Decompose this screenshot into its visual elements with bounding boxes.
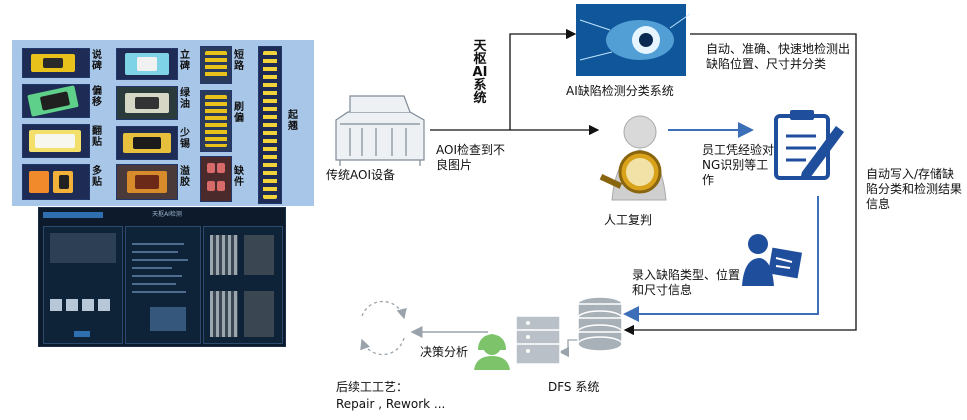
ai-eye-icon xyxy=(576,4,691,76)
label-pianyi: 偏移 xyxy=(92,86,102,108)
aoi-ng-note: AOI检查到不良图片 xyxy=(436,143,505,172)
label-yijiao: 溢胶 xyxy=(180,166,190,188)
defect-tile-shuobei xyxy=(22,48,90,78)
record-defect-note: 录入缺陷类型、位置和尺寸信息 xyxy=(632,268,741,297)
employee-ng-note: 员工凭经验对NG识别等工作 xyxy=(702,143,775,187)
ai-software-screenshot: 天枢AI检测 xyxy=(38,207,286,347)
defect-tile-qiqiao xyxy=(258,46,282,204)
followup-process-label: 后续工工艺： xyxy=(336,380,409,394)
defect-tile-duotie xyxy=(22,164,90,200)
defect-tile-yijiao xyxy=(116,164,178,200)
screen-panel-right xyxy=(203,226,283,344)
label-duotie: 多贴 xyxy=(92,166,102,188)
dfs-system-label: DFS 系统 xyxy=(548,380,600,394)
label-shaoxi: 少锡 xyxy=(180,128,190,150)
defect-tile-fantie xyxy=(22,124,90,158)
defect-tile-shuapian xyxy=(200,90,232,152)
arrow-clipboard-to-dfs xyxy=(623,196,819,322)
label-duanlu: 短路 xyxy=(234,50,244,72)
arrow-db-to-server xyxy=(558,339,580,358)
label-libei: 立碑 xyxy=(180,50,190,72)
clipboard-pen-icon xyxy=(774,110,844,180)
magnifier-person-icon xyxy=(599,115,667,201)
engineer-icon xyxy=(474,334,510,370)
arrow-to-ai-module xyxy=(509,28,577,130)
ai-output-note: 自动、准确、快速地检测出缺陷位置、尺寸并分类 xyxy=(706,42,851,71)
label-qiqiao: 起翘 xyxy=(288,110,298,132)
aoi-machine-icon xyxy=(335,95,425,166)
manual-review-label: 人工复判 xyxy=(604,213,653,227)
defect-tile-pianyi xyxy=(22,84,90,118)
aoi-device-label: 传统AOI设备 xyxy=(326,168,395,182)
followup-examples-label: Repair , Rework ... xyxy=(336,397,446,411)
database-icon xyxy=(577,296,623,352)
screen-logo xyxy=(43,212,103,218)
cycle-icon xyxy=(360,300,407,356)
defect-tile-duanlu xyxy=(200,46,232,84)
defect-tile-lvyou xyxy=(116,86,178,120)
server-icon xyxy=(515,315,561,365)
ai-system-vertical-label: 天枢AI系统 xyxy=(472,39,488,106)
ai-module-label: AI缺陷检测分类系统 xyxy=(566,84,674,98)
label-fantie: 翻贴 xyxy=(92,126,102,148)
defect-tile-shaoxi xyxy=(116,126,178,160)
label-shuobei: 说碑 xyxy=(92,50,102,72)
label-quejian: 缺件 xyxy=(234,166,244,188)
defect-examples-panel: 说碑 偏移 翻贴 多贴 立碑 绿油 少锡 溢胶 短路 刷 xyxy=(12,40,314,206)
label-shuapian: 刷偏 xyxy=(234,102,244,124)
auto-write-note: 自动写入/存储缺陷分类和检测结果信息 xyxy=(866,167,963,211)
label-lvyou: 绿油 xyxy=(180,88,190,110)
arrow-ai-to-dfs xyxy=(623,33,857,336)
screen-panel-left xyxy=(43,226,123,344)
screen-title: 天枢AI检测 xyxy=(152,211,182,218)
worker-board-icon xyxy=(742,234,803,286)
defect-tile-libei xyxy=(116,48,178,80)
defect-tile-quejian xyxy=(200,156,232,202)
screen-panel-middle xyxy=(125,226,201,344)
decision-analysis-label: 决策分析 xyxy=(420,345,469,359)
